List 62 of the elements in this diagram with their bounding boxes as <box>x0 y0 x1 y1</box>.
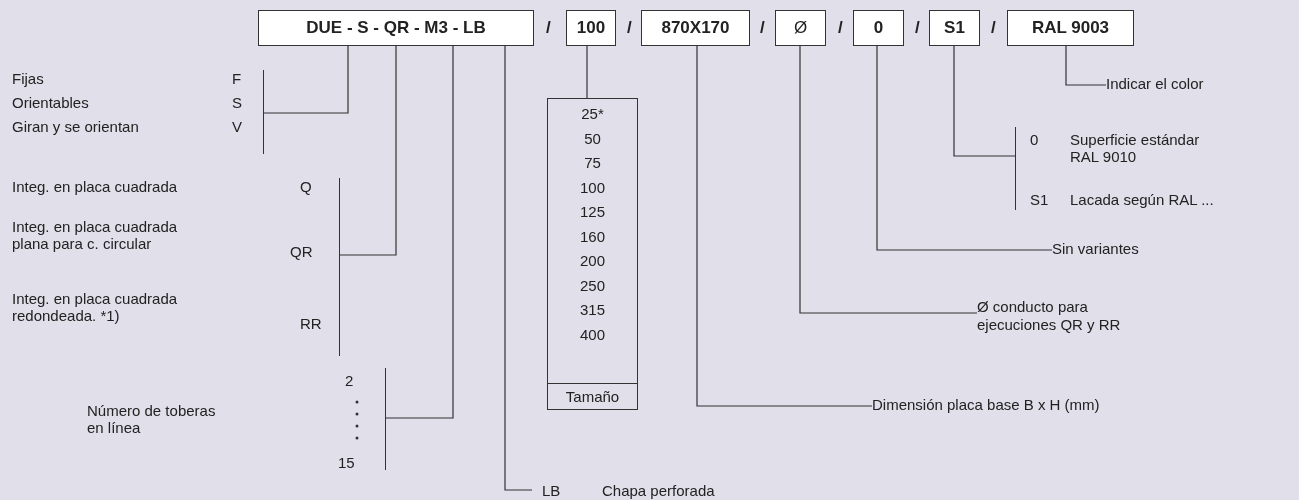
size-value: 315 <box>579 301 606 318</box>
option-text: Orientables <box>12 94 89 111</box>
leader-line <box>953 45 1016 157</box>
size-value: 250 <box>579 276 606 294</box>
option-text: Superficie estándar RAL 9010 <box>1070 131 1201 165</box>
option-code: Q <box>300 178 312 195</box>
option-code: QR <box>290 243 313 260</box>
leader-line <box>696 45 873 407</box>
slash-separator: / <box>760 19 765 36</box>
slash-separator: / <box>838 19 843 36</box>
range-value: 2 <box>345 372 354 389</box>
option-text: Chapa perforada <box>602 482 715 499</box>
description-text: Sin variantes <box>1052 240 1202 260</box>
leader-line <box>1065 45 1107 86</box>
leader-line <box>339 45 397 256</box>
option-code: S1 <box>1030 191 1049 208</box>
code-box: 0 <box>853 10 904 46</box>
slash-separator: / <box>627 19 632 36</box>
description-text: Número de toberas en línea <box>87 402 217 436</box>
size-value: 75 <box>583 154 602 171</box>
size-value: 50 <box>583 129 602 147</box>
option-code: V <box>232 118 242 135</box>
code-box: 870X170 <box>641 10 750 46</box>
leader-line <box>586 45 588 99</box>
slash-separator: / <box>915 19 920 36</box>
option-text: Integ. en placa cuadrada redondeada. *1) <box>12 290 179 324</box>
range-value: 15 <box>338 454 355 471</box>
option-text: Lacada según RAL ... <box>1070 191 1214 208</box>
option-code: LB <box>542 482 561 499</box>
option-text: Integ. en placa cuadrada plana para c. circular <box>12 218 179 252</box>
leader-line <box>504 45 533 491</box>
option-code: RR <box>300 315 322 332</box>
option-code: 0 <box>1030 131 1039 148</box>
size-value: 160 <box>579 227 606 245</box>
bracket-line <box>10 70 264 154</box>
size-value: 25* <box>580 105 605 122</box>
slash-separator: / <box>546 19 551 36</box>
option-code: S <box>232 94 242 111</box>
option-code: F <box>232 70 242 87</box>
leader-line <box>385 45 454 419</box>
leader-line <box>799 45 978 314</box>
code-box: DUE - S - QR - M3 - LB <box>258 10 534 46</box>
code-box: Ø <box>775 10 826 46</box>
option-text: Giran y se orientan <box>12 118 139 135</box>
size-value: 400 <box>579 325 606 343</box>
description-text: Dimensión placa base B x H (mm) <box>872 396 1202 416</box>
size-value: 200 <box>579 252 606 269</box>
leader-line <box>876 45 1053 251</box>
slash-separator: / <box>991 19 996 36</box>
code-box: RAL 9003 <box>1007 10 1134 46</box>
option-text: Integ. en placa cuadrada <box>12 178 179 195</box>
option-text: Fijas <box>12 70 44 87</box>
size-value: 100 <box>579 178 606 196</box>
leader-line <box>263 45 349 114</box>
bracket-line <box>10 178 340 356</box>
column-header: Tamaño <box>548 383 637 410</box>
description-text: Indicar el color <box>1106 75 1286 95</box>
size-list-box <box>547 98 638 410</box>
code-box: S1 <box>929 10 980 46</box>
code-box: 100 <box>566 10 616 46</box>
size-value: 125 <box>579 203 606 220</box>
description-text: Ø conducto para ejecuciones QR y RR <box>977 298 1152 338</box>
